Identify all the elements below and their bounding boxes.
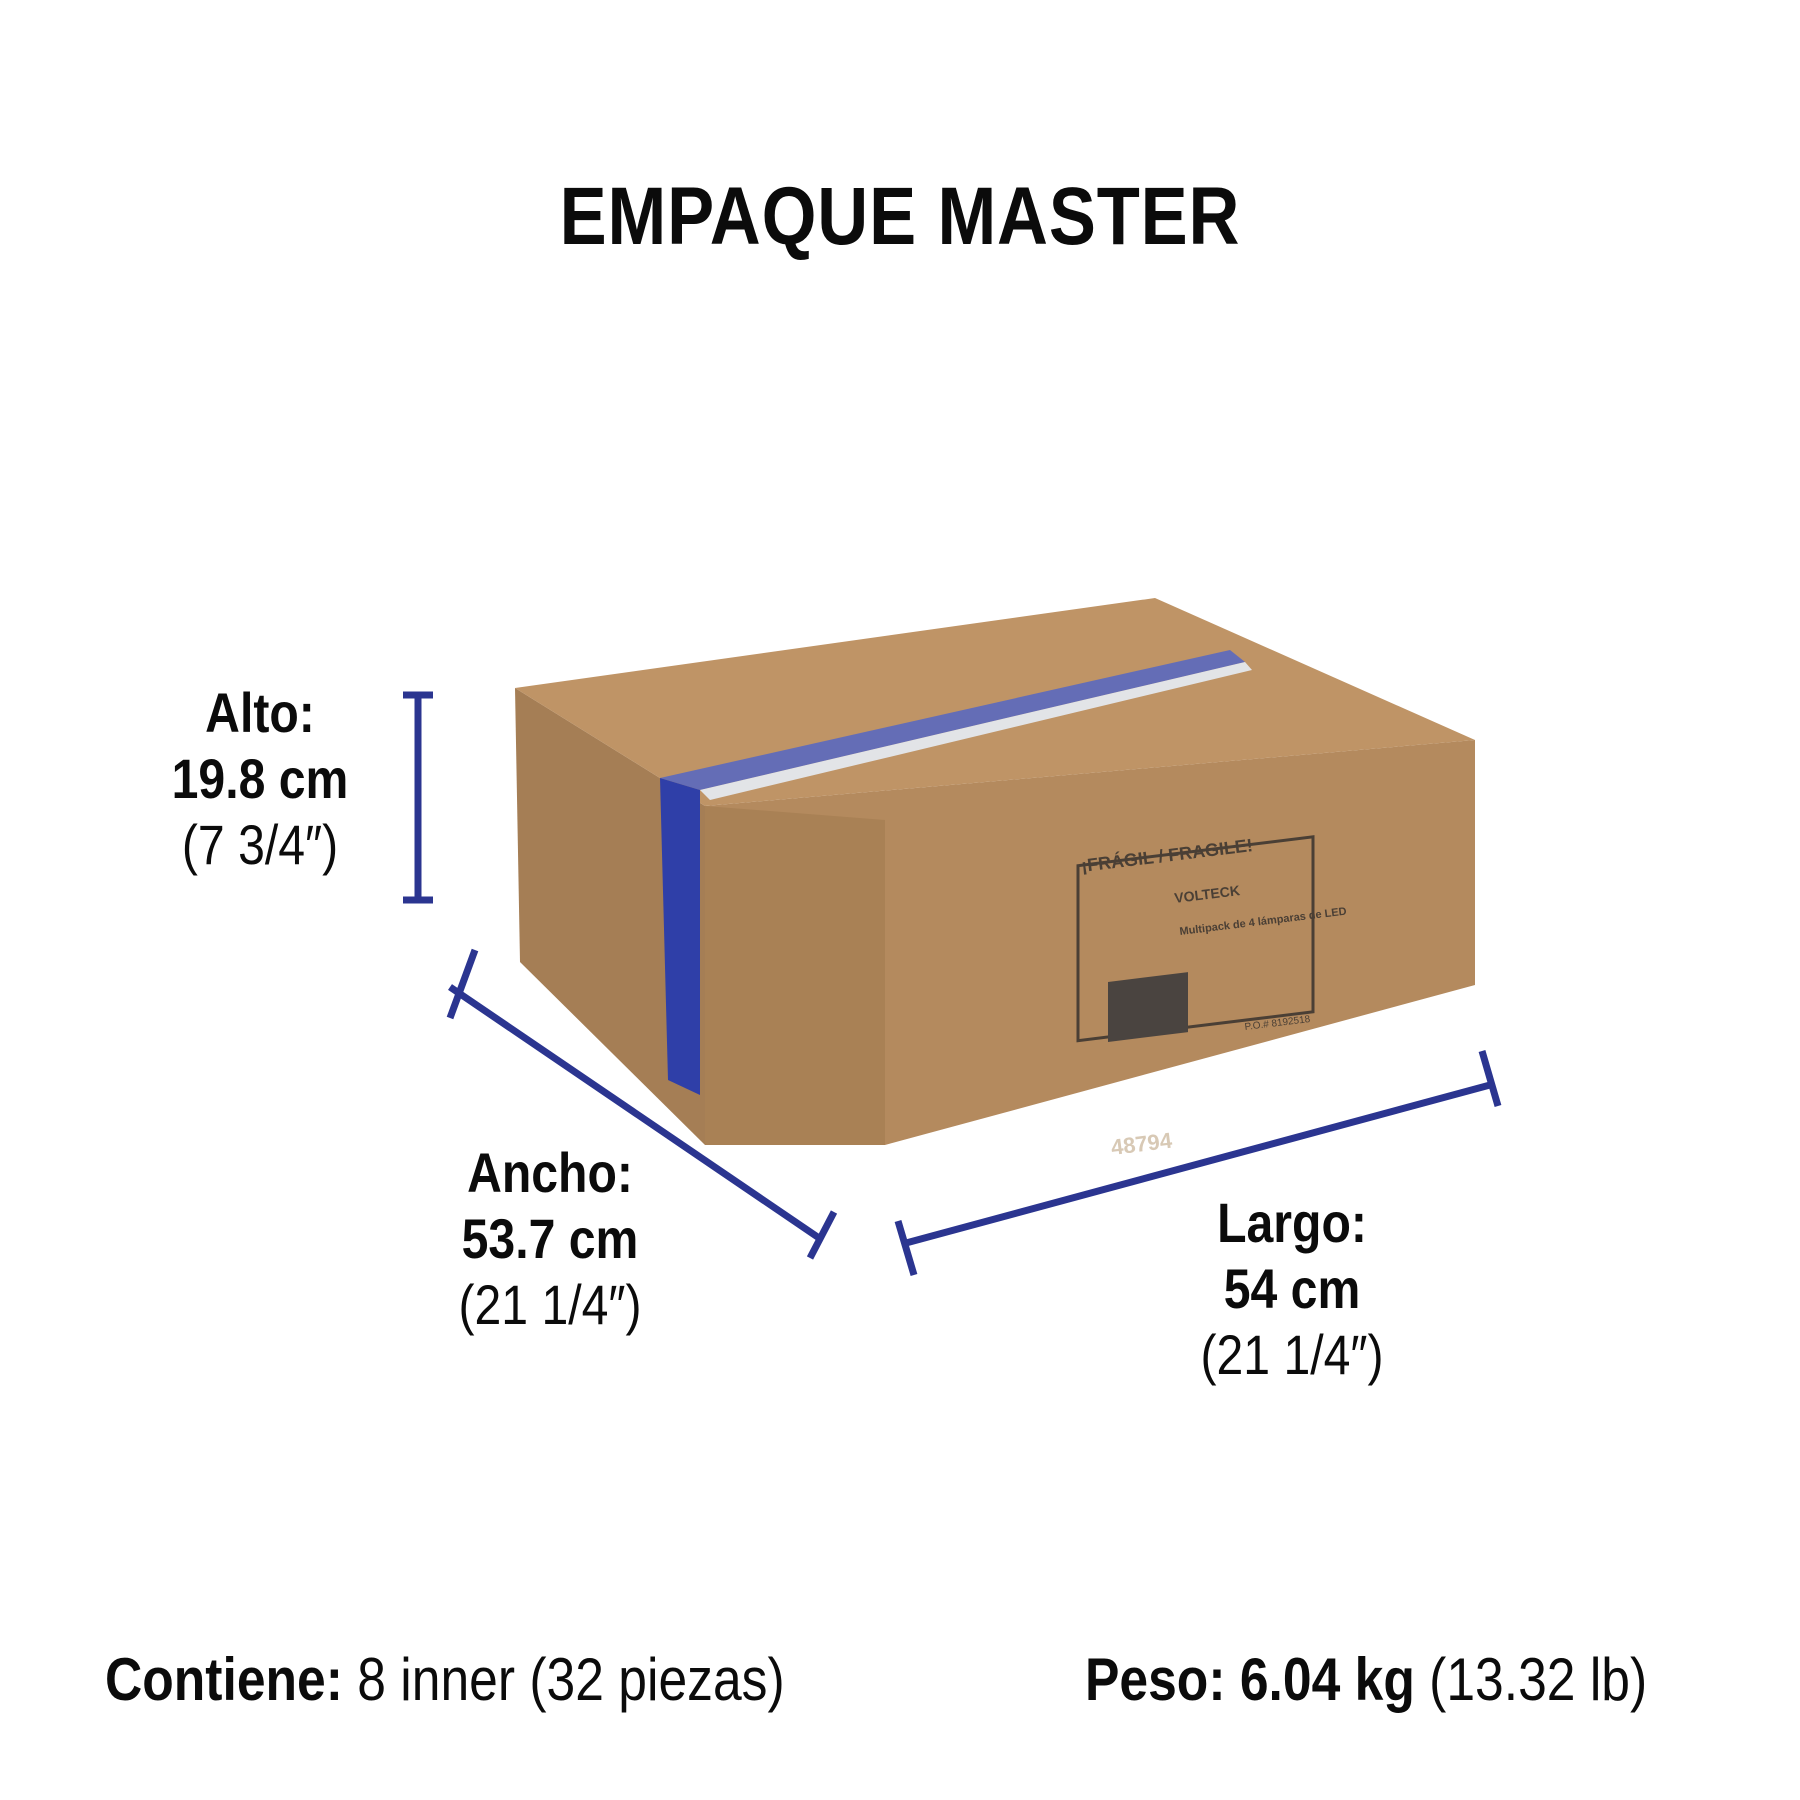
length-title: Largo: bbox=[1217, 1191, 1367, 1254]
contents-label: Contiene: bbox=[105, 1646, 343, 1713]
width-imperial: (21 1/4″) bbox=[458, 1273, 642, 1337]
length-imperial: (21 1/4″) bbox=[1200, 1323, 1384, 1387]
contents-info: Contiene: 8 inner (32 piezas) bbox=[105, 1645, 785, 1714]
weight-value: 6.04 kg bbox=[1239, 1646, 1415, 1713]
box-top-face bbox=[515, 598, 1475, 806]
height-label: Alto: 19.8 cm (7 3/4″) bbox=[140, 680, 380, 878]
length-dimension-line bbox=[894, 1050, 1502, 1276]
height-imperial: (7 3/4″) bbox=[181, 813, 339, 877]
length-label: Largo: 54 cm (21 1/4″) bbox=[1162, 1190, 1422, 1388]
weight-info: Peso: 6.04 kg (13.32 lb) bbox=[1085, 1645, 1647, 1714]
weight-label: Peso: bbox=[1085, 1646, 1226, 1713]
width-title: Ancho: bbox=[467, 1141, 633, 1204]
height-metric: 19.8 cm bbox=[171, 747, 349, 811]
svg-text:VOLTECK: VOLTECK bbox=[1173, 882, 1240, 906]
weight-imperial: (13.32 lb) bbox=[1429, 1646, 1648, 1713]
tape-top bbox=[660, 650, 1245, 790]
tape-side bbox=[660, 778, 700, 1095]
length-metric: 54 cm bbox=[1223, 1257, 1361, 1321]
box-left-face bbox=[515, 688, 705, 1145]
front-label: 48794 ¡FRÁGIL / FRAGILE! VOLTECK Multipa… bbox=[1076, 834, 1347, 1160]
page-title: EMPAQUE MASTER bbox=[559, 171, 1241, 262]
contents-value: 8 inner (32 piezas) bbox=[357, 1646, 785, 1713]
width-metric: 53.7 cm bbox=[461, 1207, 639, 1271]
product-code-text: 48794 bbox=[1110, 1128, 1175, 1160]
height-title: Alto: bbox=[205, 681, 315, 744]
height-dimension-line bbox=[403, 691, 433, 904]
width-label: Ancho: 53.7 cm (21 1/4″) bbox=[420, 1140, 680, 1338]
width-dimension-line bbox=[446, 948, 838, 1260]
